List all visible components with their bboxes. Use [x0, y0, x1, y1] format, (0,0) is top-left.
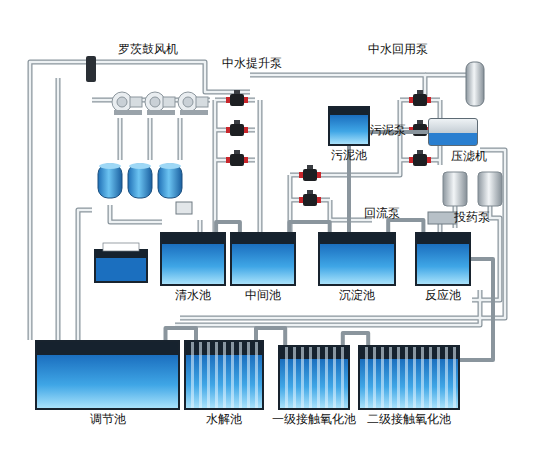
tank-label: 反应池	[425, 288, 461, 302]
tank-box: 一级接触氧化池	[278, 345, 350, 410]
equipment-label: 中水提升泵	[222, 56, 282, 70]
tank-box: 调节池	[35, 340, 180, 410]
tank-box: 清水池	[160, 232, 226, 286]
tank-label: 压滤机	[451, 149, 487, 163]
equipment-label: 中水回用泵	[368, 42, 428, 56]
equipment-label: 罗茨鼓风机	[118, 42, 178, 56]
pipe-connector	[343, 333, 368, 345]
tank-box: 反应池	[415, 232, 471, 286]
filter-press-box: 压滤机	[428, 118, 478, 146]
tank-label: 一级接触氧化池	[272, 412, 356, 426]
tank-box: 中间池	[230, 232, 296, 286]
tank-box: 沉淀池	[318, 232, 396, 286]
tank-label: 中间池	[245, 288, 281, 302]
pipe-connector	[166, 328, 197, 340]
tank-box: 二级接触氧化池	[358, 345, 460, 410]
equipment-label: 投药泵	[454, 210, 490, 224]
tank-label: 污泥池	[331, 148, 367, 162]
tank-box: 水解池	[184, 340, 264, 410]
tank-label: 水解池	[206, 412, 242, 426]
equipment-label: 污泥泵	[370, 123, 406, 137]
pipe-connector	[289, 222, 329, 232]
tank-label: 沉淀池	[339, 288, 375, 302]
tank-box: 污泥池	[328, 106, 370, 146]
tank-label: 清水池	[175, 288, 211, 302]
equipment-label: 回流泵	[364, 206, 400, 220]
pipe-connector	[216, 222, 240, 232]
pipe-connector	[388, 220, 423, 232]
tank-label: 调节池	[90, 412, 126, 426]
tank-label: 二级接触氧化池	[367, 412, 451, 426]
